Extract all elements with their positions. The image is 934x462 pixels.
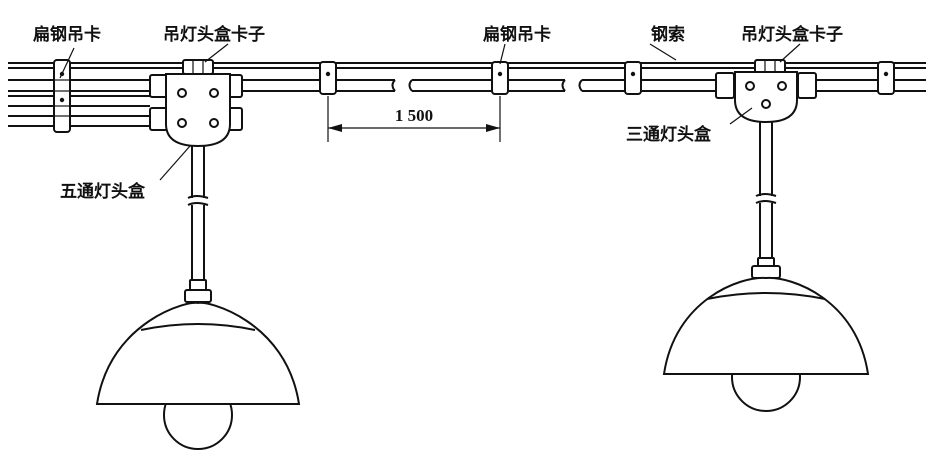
leader-lines bbox=[59, 43, 801, 181]
label-five-way-box: 五通灯头盒 bbox=[60, 181, 146, 202]
label-three-way-box: 三通灯头盒 bbox=[626, 124, 712, 145]
label-steel-cable: 钢索 bbox=[651, 24, 685, 45]
right-pendant-lamp bbox=[662, 122, 870, 412]
dimension-label: 1 500 bbox=[395, 106, 433, 125]
steel-cable bbox=[8, 62, 926, 69]
label-pendant-box-clamp-left: 吊灯头盒卡子 bbox=[163, 24, 265, 45]
five-way-box bbox=[149, 59, 243, 148]
label-flat-steel-hanger-left: 扁钢吊卡 bbox=[33, 24, 101, 45]
three-way-box bbox=[715, 59, 817, 124]
flat-steel-hanger-left bbox=[53, 59, 71, 133]
left-pendant-lamp bbox=[95, 146, 301, 450]
dimension-spacing: 1 500 bbox=[327, 96, 501, 142]
label-pendant-box-clamp-right: 吊灯头盒卡子 bbox=[741, 24, 843, 45]
label-flat-steel-hanger-mid: 扁钢吊卡 bbox=[483, 24, 551, 45]
